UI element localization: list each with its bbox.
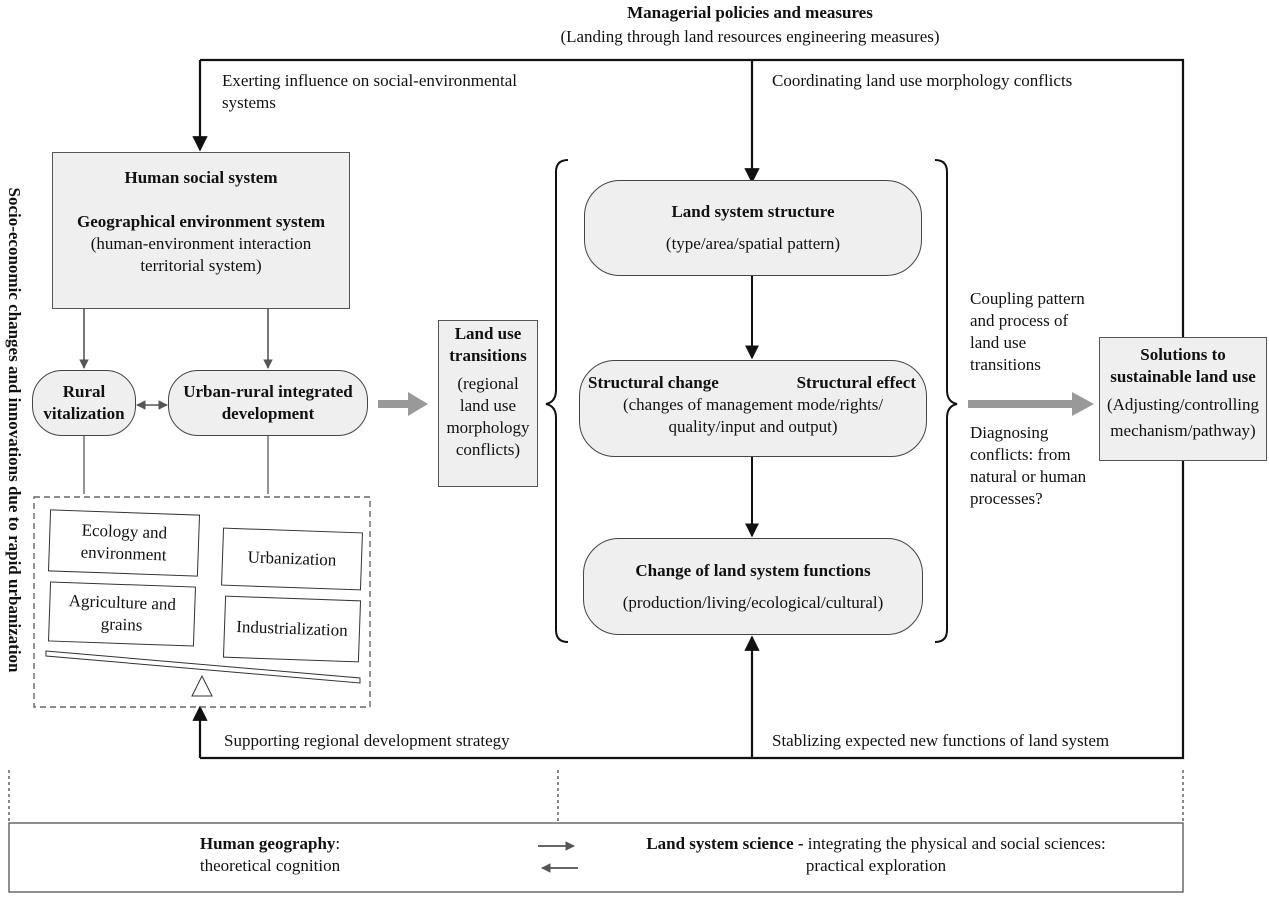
transitions-title2: transitions [449, 346, 527, 365]
agriculture-line1: Agriculture and [68, 591, 177, 614]
footer-left: Human geography: theoretical cognition [90, 833, 450, 877]
transitions-title1: Land use [454, 324, 522, 343]
solutions-title2: sustainable land use [1110, 367, 1256, 386]
bottom-right-note: Stablizing expected new functions of lan… [772, 731, 1110, 750]
diagnosing-line2: conflicts: from [970, 445, 1071, 464]
left-brace [545, 159, 569, 643]
footer-left-rest: : [335, 834, 341, 853]
top-title: Managerial policies and measures [627, 3, 873, 22]
transitions-sub1: (regional [457, 374, 519, 393]
coupling-line2: and process of [970, 311, 1069, 330]
coupling-line3: land use [970, 333, 1027, 352]
top-left-note: Exerting influence on social-environment… [222, 70, 562, 114]
transitions-sub4: conflicts) [455, 440, 521, 459]
industrialization-label: Industrialization [236, 617, 349, 640]
grey-arrow-to-solutions-head [1072, 392, 1094, 416]
land-system-structure-node: Land system structure (type/area/spatial… [584, 180, 922, 276]
solutions-sub2: mechanism/pathway) [1110, 421, 1256, 440]
structural-sub1: (changes of management mode/rights/ [622, 395, 884, 414]
footer-left-line2: theoretical cognition [199, 856, 341, 875]
diagnosing-line3: natural or human [970, 467, 1087, 486]
footer-right-line2: practical exploration [805, 856, 947, 875]
bottom-frame-line [200, 460, 1185, 760]
footer-right-bold: Land system science - [646, 834, 804, 853]
balance-dashed-box [33, 496, 371, 708]
coupling-line4: transitions [970, 355, 1041, 374]
balance-item-industrialization: Industrialization [222, 595, 362, 663]
top-left-note-line2: systems [222, 93, 276, 112]
land-system-functions-node: Change of land system functions (product… [583, 538, 923, 635]
coupling-text: Coupling pattern and process of land use… [970, 288, 1100, 376]
functions-title: Change of land system functions [635, 560, 871, 580]
functions-sub: (production/living/ecological/cultural) [622, 592, 884, 612]
grey-arrow-to-transitions-head [408, 392, 428, 416]
structural-change-node: Structural change Structural effect (cha… [579, 360, 927, 457]
transitions-sub2: land use [459, 396, 517, 415]
diagnosing-line4: processes? [970, 489, 1043, 508]
human-system-sub1: (human-environment interaction [90, 234, 312, 253]
rural-vitalization-node: Rural vitalization [32, 370, 136, 436]
footer-box [8, 822, 1184, 893]
rural-line2: vitalization [43, 404, 125, 423]
geo-environment-label: Geographical environment system [76, 212, 326, 231]
coupling-line1: Coupling pattern [970, 289, 1085, 308]
top-right-note: Coordinating land use morphology conflic… [772, 71, 1073, 90]
structural-sub2: quality/input and output) [668, 417, 838, 436]
structural-change-label: Structural change [588, 373, 719, 392]
seesaw-plank [45, 650, 361, 684]
urban-line1: Urban-rural integrated [183, 382, 353, 401]
diagnosing-line1: Diagnosing [970, 423, 1049, 442]
human-system-sub2: territorial system) [140, 256, 262, 275]
footer-right-rest: integrating the physical and social scie… [803, 834, 1106, 853]
top-subtitle: (Landing through land resources engineer… [560, 27, 940, 46]
solutions-box: Solutions to sustainable land use (Adjus… [1099, 337, 1267, 461]
footer-right: Land system science - integrating the ph… [586, 833, 1166, 877]
land-structure-title: Land system structure [671, 202, 835, 221]
urban-line2: development [221, 404, 315, 423]
balance-item-urbanization: Urbanization [221, 527, 363, 591]
land-use-transitions-box: Land use transitions (regional land use … [438, 320, 538, 487]
footer-left-bold: Human geography [199, 834, 336, 853]
diagnosing-text: Diagnosing conflicts: from natural or hu… [970, 422, 1100, 510]
urban-rural-node: Urban-rural integrated development [168, 370, 368, 436]
rural-line1: Rural [62, 382, 106, 401]
solutions-title1: Solutions to [1140, 345, 1226, 364]
urbanization-label: Urbanization [247, 547, 337, 570]
top-left-note-line1: Exerting influence on social-environment… [222, 71, 518, 90]
human-social-label: Human social system [124, 168, 278, 187]
human-system-box: Human social system Geographical environ… [52, 152, 350, 309]
agriculture-line2: grains [100, 614, 143, 635]
structural-effect-label: Structural effect [796, 373, 916, 392]
right-brace [934, 159, 958, 643]
top-frame-line [200, 58, 1185, 337]
solutions-sub1: (Adjusting/controlling [1106, 395, 1260, 414]
seesaw-fulcrum [191, 674, 213, 697]
ecology-line2: environment [80, 542, 167, 565]
land-structure-sub: (type/area/spatial pattern) [665, 234, 841, 253]
ecology-line1: Ecology and [81, 520, 168, 543]
side-label: Socio-economic changes and innovations d… [5, 187, 24, 673]
transitions-sub3: morphology [446, 418, 530, 437]
bottom-left-note: Supporting regional development strategy [224, 731, 510, 750]
